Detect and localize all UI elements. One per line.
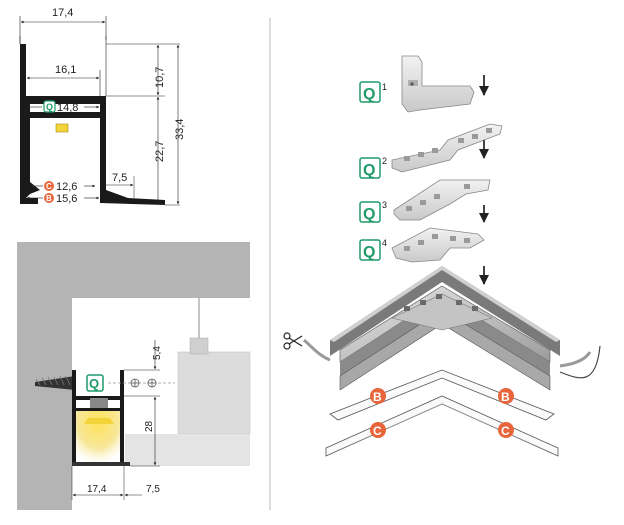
dim-height-lower: 22,7 xyxy=(154,141,166,162)
diffuser-b: B B xyxy=(329,369,555,421)
led-strip-right xyxy=(559,351,592,368)
dim-q-width: 14,8 xyxy=(57,102,78,114)
install-dim-depth: 28 xyxy=(144,420,155,432)
connector-step3: Q 3 xyxy=(359,179,491,223)
diffuser-c-label-left: C xyxy=(373,424,382,438)
wall-shape xyxy=(17,242,250,510)
step3-number: 3 xyxy=(382,200,387,210)
dim-b-width: 15,6 xyxy=(56,193,77,205)
step4-number: 4 xyxy=(382,238,387,248)
installation-section: Q 5,4 28 17,4 7,5 xyxy=(17,242,251,510)
diffuser-c-label-right: C xyxy=(501,424,510,438)
connector-step2: Q 2 xyxy=(359,123,503,179)
corner-profile xyxy=(330,266,560,391)
dim-flange: 7,5 xyxy=(112,172,127,184)
install-q-letter: Q xyxy=(89,376,99,391)
installed-profile xyxy=(72,370,130,466)
connector-step1: Q 1 xyxy=(359,55,489,113)
install-dim-width: 17,4 xyxy=(87,484,107,495)
step2-q-letter: Q xyxy=(363,162,375,179)
dim-height-upper: 10,7 xyxy=(154,67,166,88)
step4-q-letter: Q xyxy=(363,244,375,261)
dim-inner-top: 16,1 xyxy=(55,64,76,76)
b-badge-letter: B xyxy=(46,194,52,203)
q-badge xyxy=(43,100,56,113)
dim-c-width: 12,6 xyxy=(56,181,77,193)
diffuser-c: C C xyxy=(325,395,559,457)
dim-width-top: 17,4 xyxy=(52,7,73,19)
screw-icon xyxy=(35,375,75,390)
b-badge xyxy=(44,193,54,203)
profile-outline xyxy=(20,44,165,205)
step1-number: 1 xyxy=(382,82,387,92)
q-badge-letter: Q xyxy=(46,102,53,112)
c-badge xyxy=(44,181,54,191)
connector-step4: Q 4 xyxy=(359,227,489,285)
step3-q-letter: Q xyxy=(363,206,375,223)
assembly-section: Q 1 Q 2 Q 3 xyxy=(283,55,601,457)
cable xyxy=(559,345,601,379)
diffuser-b-label-left: B xyxy=(373,390,382,404)
install-dim-flange: 7,5 xyxy=(146,484,160,495)
install-q-badge xyxy=(86,374,104,392)
c-badge-letter: C xyxy=(46,182,52,191)
install-dim-gap: 5,4 xyxy=(152,346,163,360)
profile-section: 17,4 16,1 10,7 22,7 33,4 Q 14,8 7,5 C 12… xyxy=(19,7,186,206)
step2-number: 2 xyxy=(382,156,387,166)
diffuser-b-label-right: B xyxy=(501,390,510,404)
step1-q-letter: Q xyxy=(363,86,375,103)
dim-height-total: 33,4 xyxy=(174,119,186,140)
scissors-icon xyxy=(283,332,303,350)
led-strip-left xyxy=(302,338,331,362)
